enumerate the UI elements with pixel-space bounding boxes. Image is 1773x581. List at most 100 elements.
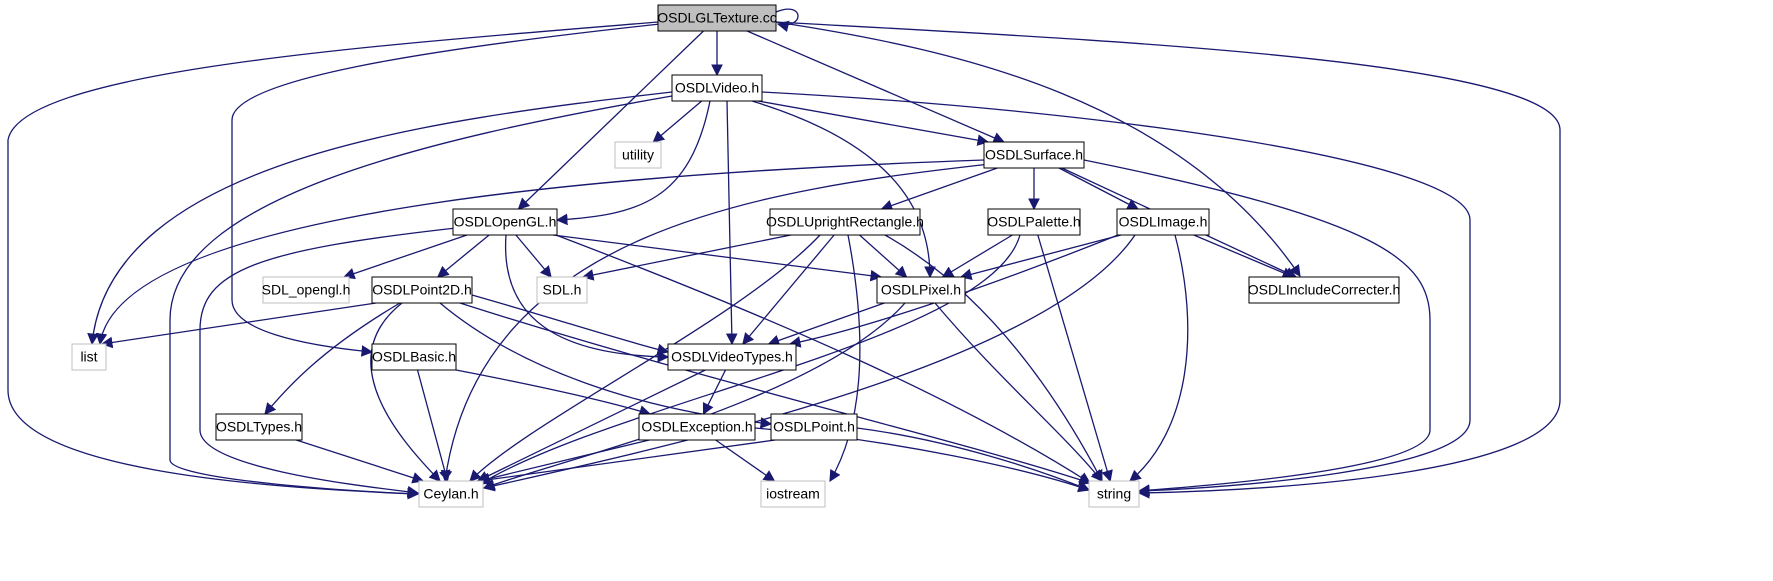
edge-image-to-videotypes bbox=[788, 234, 1119, 348]
node-box-point bbox=[770, 413, 858, 441]
edge-texture-to-basic bbox=[231, 23, 661, 357]
node-label-ceylan: Ceylan.h bbox=[423, 486, 478, 502]
edge-video-to-list bbox=[87, 91, 673, 346]
node-label-point2d: OSDLPoint2D.h bbox=[372, 282, 472, 298]
edge-texture-to-string bbox=[775, 21, 1561, 499]
node-label-texture: OSDLGLTexture.cc bbox=[657, 10, 777, 26]
edge-point2d-to-string bbox=[459, 302, 1092, 486]
edge-palette-to-string bbox=[1037, 234, 1113, 483]
node-label-sdlh: SDL.h bbox=[543, 282, 582, 298]
node-label-point: OSDLPoint.h bbox=[773, 419, 855, 435]
node-label-video: OSDLVideo.h bbox=[675, 80, 759, 96]
node-video[interactable]: OSDLVideo.h bbox=[671, 74, 763, 102]
node-label-types: OSDLTypes.h bbox=[216, 419, 302, 435]
node-label-pixel: OSDLPixel.h bbox=[881, 282, 961, 298]
node-image[interactable]: OSDLImage.h bbox=[1116, 208, 1210, 236]
node-box-video bbox=[671, 74, 763, 102]
edge-texture-to-opengl bbox=[517, 30, 704, 210]
edge-texture-to-texture bbox=[775, 8, 799, 32]
node-types[interactable]: OSDLTypes.h bbox=[215, 413, 303, 441]
node-box-point2d bbox=[371, 276, 473, 304]
node-box-list bbox=[71, 343, 107, 371]
node-label-exception: OSDLException.h bbox=[641, 419, 752, 435]
node-utility[interactable]: utility bbox=[614, 141, 662, 169]
node-box-string bbox=[1088, 480, 1140, 508]
node-box-sdlopengl bbox=[262, 276, 350, 304]
edge-surface-to-uprect bbox=[880, 167, 998, 211]
node-string[interactable]: string bbox=[1088, 480, 1140, 508]
edge-video-to-videotypes bbox=[725, 100, 738, 346]
node-label-image: OSDLImage.h bbox=[1119, 214, 1208, 230]
node-label-basic: OSDLBasic.h bbox=[372, 349, 456, 365]
node-label-sdlopengl: SDL_opengl.h bbox=[262, 282, 351, 298]
node-opengl[interactable]: OSDLOpenGL.h bbox=[452, 208, 558, 236]
node-box-exception bbox=[638, 413, 756, 441]
node-texture[interactable]: OSDLGLTexture.cc bbox=[657, 4, 777, 32]
node-label-videotypes: OSDLVideoTypes.h bbox=[671, 349, 793, 365]
edge-video-to-utility bbox=[652, 100, 703, 143]
edge-video-to-string bbox=[761, 91, 1471, 497]
edge-opengl-to-ceylan bbox=[199, 227, 457, 498]
node-box-pixel bbox=[876, 276, 966, 304]
node-label-palette: OSDLPalette.h bbox=[987, 214, 1080, 230]
node-iostream[interactable]: iostream bbox=[760, 480, 826, 508]
node-surface[interactable]: OSDLSurface.h bbox=[983, 141, 1085, 169]
node-videotypes[interactable]: OSDLVideoTypes.h bbox=[667, 343, 797, 371]
node-label-utility: utility bbox=[622, 147, 654, 163]
edge-image-to-corrector bbox=[1193, 234, 1295, 279]
node-uprect[interactable]: OSDLUprightRectangle.h bbox=[766, 208, 924, 236]
edge-opengl-to-string bbox=[547, 231, 1091, 484]
node-box-opengl bbox=[452, 208, 558, 236]
edge-opengl-to-sdlopengl bbox=[342, 234, 468, 280]
node-label-iostream: iostream bbox=[766, 486, 820, 502]
node-palette[interactable]: OSDLPalette.h bbox=[987, 208, 1081, 236]
edge-point-to-string bbox=[856, 427, 1091, 492]
node-box-corrector bbox=[1248, 276, 1400, 304]
node-box-uprect bbox=[769, 208, 921, 236]
node-sdlopengl[interactable]: SDL_opengl.h bbox=[262, 276, 351, 304]
edge-texture-to-surface bbox=[746, 30, 1005, 144]
node-list[interactable]: list bbox=[71, 343, 107, 371]
edge-uprect-to-ceylan bbox=[469, 234, 821, 482]
node-box-sdlh bbox=[536, 276, 588, 304]
edge-uprect-to-iostream bbox=[829, 234, 861, 483]
edge-uprect-to-videotypes bbox=[742, 234, 835, 345]
edge-uprect-to-string bbox=[884, 234, 1103, 483]
edge-video-to-opengl bbox=[555, 100, 711, 226]
node-label-corrector: OSDLIncludeCorrecter.h bbox=[1248, 282, 1401, 298]
node-label-surface: OSDLSurface.h bbox=[985, 147, 1083, 163]
edge-exception-to-ceylan bbox=[477, 439, 650, 485]
node-label-opengl: OSDLOpenGL.h bbox=[454, 214, 557, 230]
edge-image-to-ceylan bbox=[482, 234, 1136, 492]
edge-point2d-to-list bbox=[100, 302, 377, 349]
edge-types-to-ceylan bbox=[296, 439, 425, 484]
node-sdlh[interactable]: SDL.h bbox=[536, 276, 588, 304]
node-pixel[interactable]: OSDLPixel.h bbox=[876, 276, 966, 304]
node-box-texture bbox=[657, 4, 777, 32]
node-point2d[interactable]: OSDLPoint2D.h bbox=[371, 276, 473, 304]
edge-uprect-to-sdlh bbox=[581, 234, 792, 281]
edge-image-to-string bbox=[1129, 234, 1189, 482]
edge-point2d-to-ceylan bbox=[370, 302, 441, 482]
edge-video-to-pixel bbox=[751, 100, 936, 279]
node-label-string: string bbox=[1097, 486, 1131, 502]
edge-opengl-to-pixel bbox=[552, 234, 883, 282]
edge-point2d-to-videotypes bbox=[471, 294, 670, 356]
node-box-surface bbox=[983, 141, 1085, 169]
node-exception[interactable]: OSDLException.h bbox=[638, 413, 756, 441]
edge-point-to-ceylan bbox=[477, 439, 776, 486]
node-basic[interactable]: OSDLBasic.h bbox=[371, 343, 457, 371]
node-ceylan[interactable]: Ceylan.h bbox=[418, 480, 484, 508]
edge-basic-to-ceylan bbox=[416, 369, 451, 483]
edge-surface-to-image bbox=[1058, 167, 1140, 210]
edge-point2d-to-types bbox=[264, 302, 401, 415]
edge-surface-to-ceylan bbox=[440, 163, 991, 483]
node-box-basic bbox=[371, 343, 457, 371]
edge-texture-to-corrector bbox=[775, 21, 1301, 277]
node-corrector[interactable]: OSDLIncludeCorrecter.h bbox=[1248, 276, 1401, 304]
edge-uprect-to-pixel bbox=[859, 234, 908, 278]
node-point[interactable]: OSDLPoint.h bbox=[770, 413, 858, 441]
node-box-ceylan bbox=[418, 480, 484, 508]
